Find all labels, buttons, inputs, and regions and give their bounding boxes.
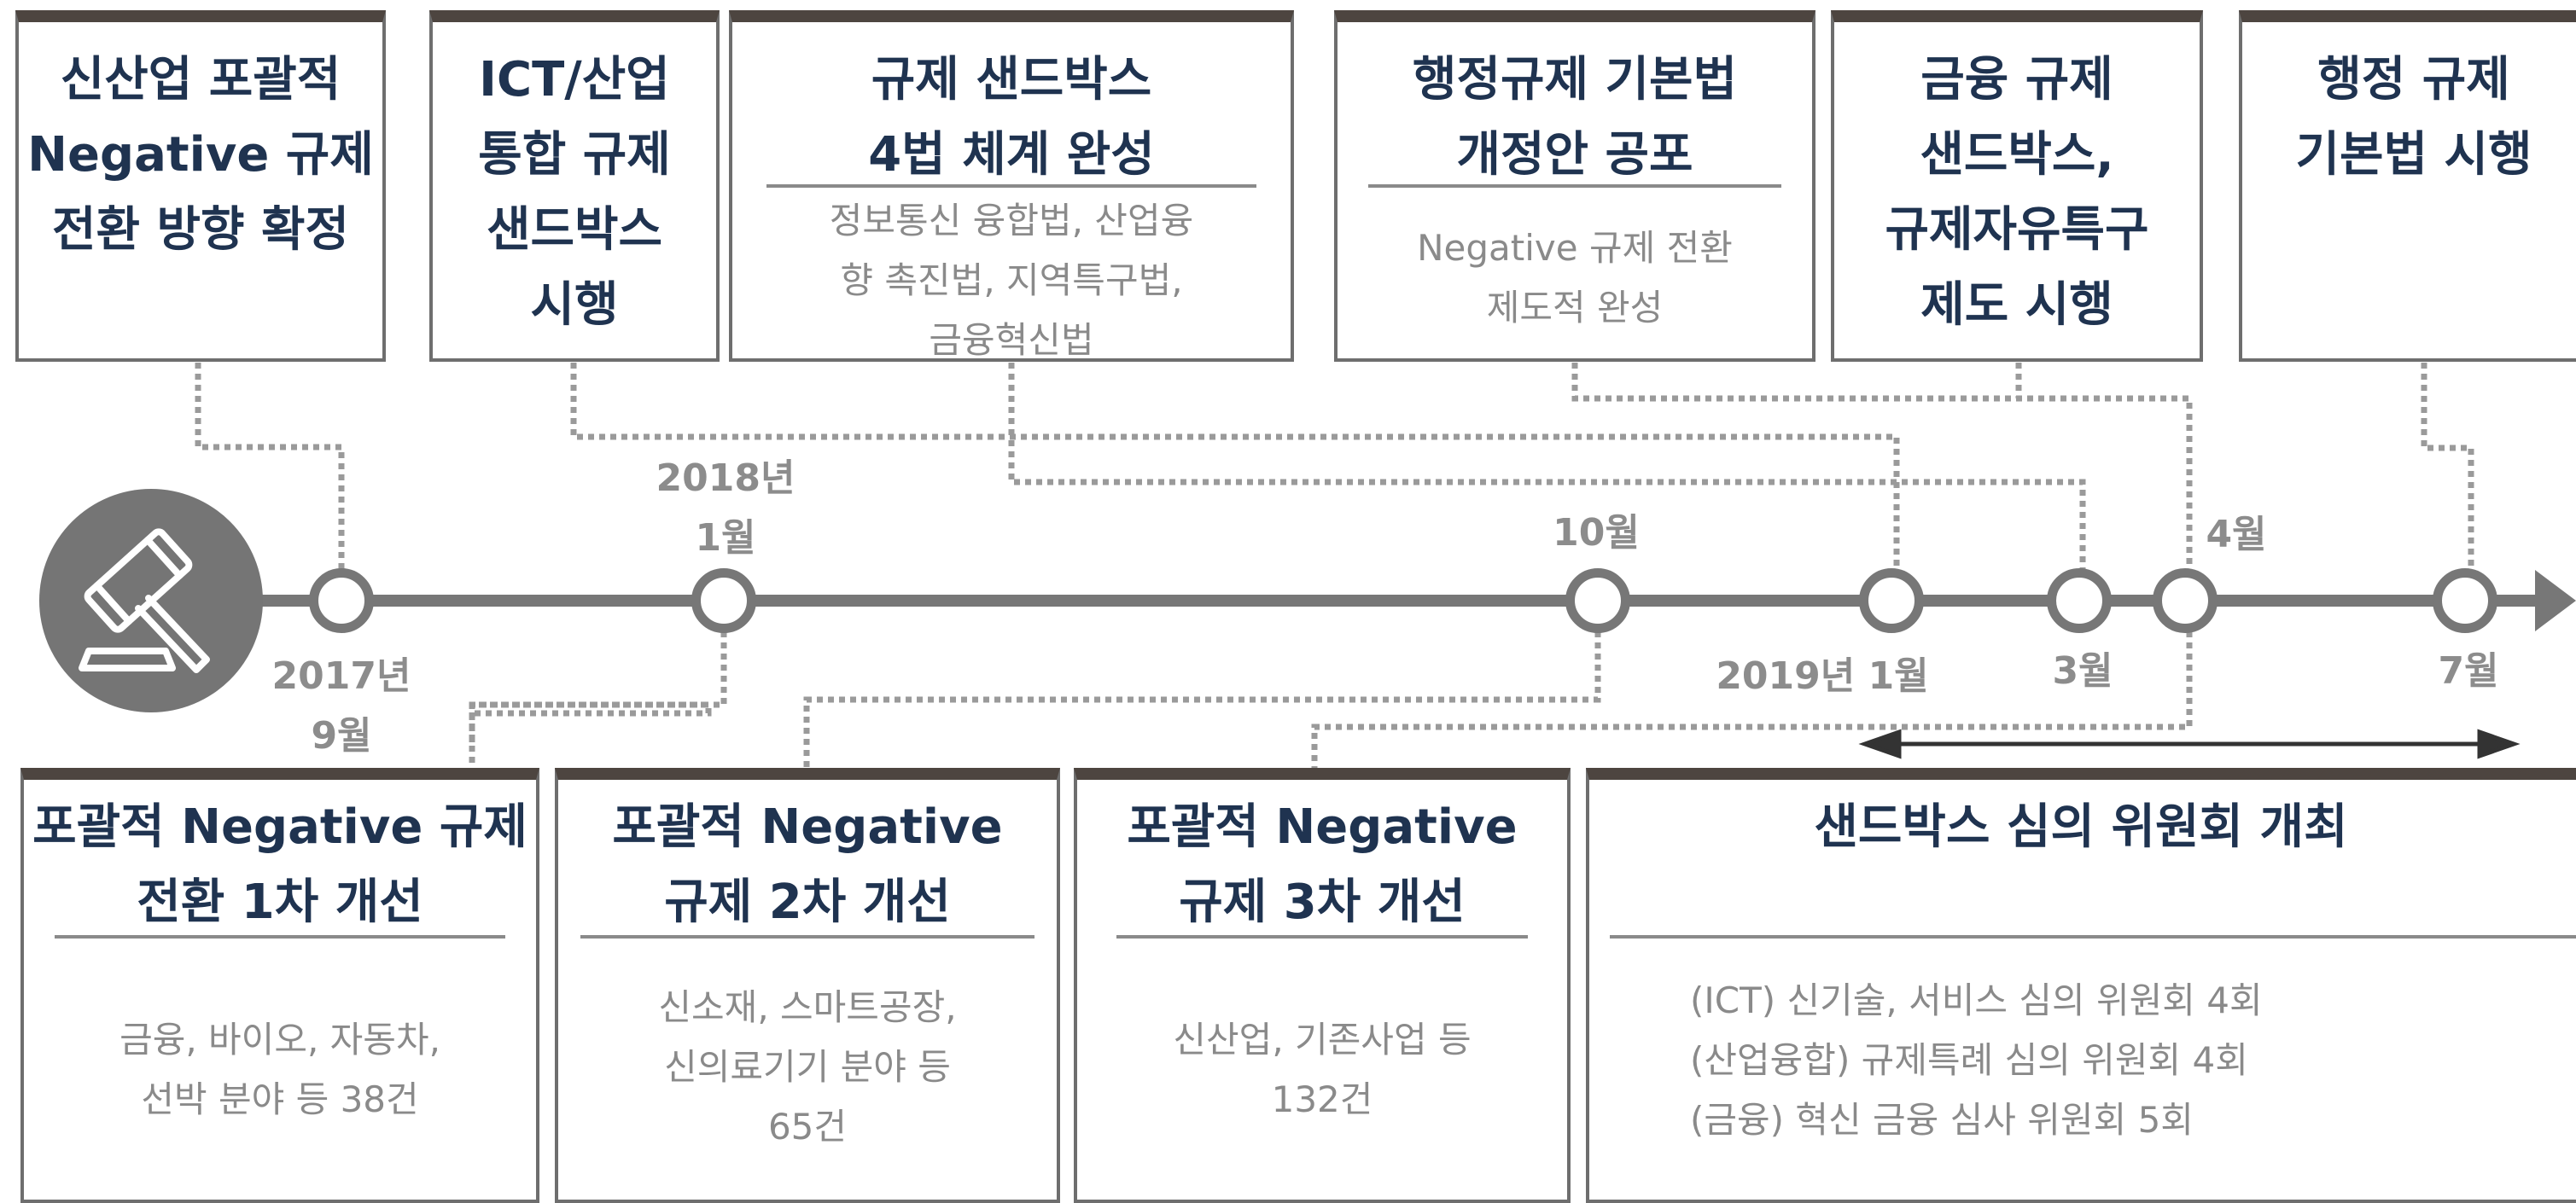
improvement-box-3: 포괄적 Negative 규제 3차 개선 신산업, 기존사업 등 132건 [1074, 768, 1571, 1203]
event-box-basic-law-enforcement: 행정 규제 기본법 시행 [2239, 10, 2576, 362]
connector-sep2017-bottom [469, 701, 712, 742]
improvement-description: 금융, 바이오, 자동차, 선박 분야 등 38건 [119, 1019, 440, 1120]
connector-laws [1008, 363, 2086, 572]
event-box-2018-jan: ICT/산업 통합 규제 샌드박스 시행 [429, 10, 720, 362]
improvement-box-2: 포괄적 Negative 규제 2차 개선 신소재, 스마트공장, 신의료기기 … [555, 768, 1060, 1203]
event-title: 금융 규제 샌드박스, 규제자유특구 제도 시행 [1885, 52, 2149, 333]
improvement-description: 신산업, 기존사업 등 132건 [1173, 1019, 1472, 1120]
connector-basic-law-promulgation [1571, 363, 2193, 572]
connector-jan2018-top [570, 363, 1900, 572]
divider [1116, 935, 1528, 939]
event-title: 행정규제 기본법 개정안 공포 [1412, 52, 1738, 183]
divider [766, 184, 1256, 188]
arrow-right-icon [2535, 570, 2576, 631]
node-apr2019 [2153, 568, 2218, 633]
event-box-finance-sandbox: 금융 규제 샌드박스, 규제자유특구 제도 시행 [1831, 10, 2203, 362]
label-apr2019: 4월 [2206, 513, 2267, 556]
improvement-title: 포괄적 Negative 규제 전환 1차 개선 [32, 799, 527, 930]
event-description: 정보통신 융합법, 산업융 향 촉진법, 지역특구법, 금융혁신법 [829, 200, 1194, 361]
committee-box: 샌드박스 심의 위원회 개최 (ICT) 신기술, 서비스 심의 위원회 4회 … [1586, 768, 2576, 1203]
improvement-title: 포괄적 Negative 규제 3차 개선 [1127, 799, 1518, 930]
committee-title: 샌드박스 심의 위원회 개최 [1814, 799, 2348, 855]
improvement-title: 포괄적 Negative 규제 2차 개선 [612, 799, 1003, 930]
node-jan2018 [691, 568, 756, 633]
label-sep2017: 2017년 9월 [271, 654, 411, 758]
node-oct2018 [1565, 568, 1630, 633]
node-mar2019 [2047, 568, 2112, 633]
label-jan2018: 2018년 1월 [656, 456, 796, 560]
event-description: Negative 규제 전환 제도적 완성 [1417, 227, 1733, 328]
event-title: 규제 샌드박스 4법 체계 완성 [868, 52, 1155, 183]
node-jul2019 [2433, 568, 2497, 633]
connector-sep2017 [195, 363, 345, 572]
improvement-description: 신소재, 스마트공장, 신의료기기 분야 등 65건 [658, 986, 957, 1148]
divider [1368, 184, 1781, 188]
divider [1610, 935, 2576, 939]
divider [580, 935, 1034, 939]
committee-description: (ICT) 신기술, 서비스 심의 위원회 4회 (산업융합) 규제특례 심의 … [1690, 979, 2263, 1141]
event-title: 행정 규제 기본법 시행 [2295, 52, 2532, 183]
divider [55, 935, 505, 939]
label-oct2018: 10월 [1553, 511, 1640, 555]
node-sep2017 [309, 568, 374, 633]
label-mar2019: 3월 [2052, 649, 2113, 693]
label-jan2019: 2019년 1월 [1716, 654, 1929, 698]
connector-oct2018-bottom [803, 631, 1601, 768]
event-box-sandbox-laws: 규제 샌드박스 4법 체계 완성 정보통신 융합법, 산업융 향 촉진법, 지역… [729, 10, 1294, 362]
node-jan2019 [1859, 568, 1924, 633]
connector-apr2019-bottom [1311, 631, 2193, 768]
connector-jan2018-bottom [469, 631, 727, 768]
event-box-basic-law-promulgation: 행정규제 기본법 개정안 공포 Negative 규제 전환 제도적 완성 [1334, 10, 1815, 362]
gavel-icon [39, 489, 263, 712]
event-title: ICT/산업 통합 규제 샌드박스 시행 [478, 52, 671, 333]
improvement-box-1: 포괄적 Negative 규제 전환 1차 개선 금융, 바이오, 자동차, 선… [20, 768, 539, 1203]
label-jul2019: 7월 [2438, 649, 2499, 693]
connector-jul2019 [2421, 363, 2474, 572]
event-box-2017-sep: 신산업 포괄적 Negative 규제 전환 방향 확정 [15, 10, 386, 362]
event-title: 신산업 포괄적 Negative 규제 전환 방향 확정 [27, 52, 374, 258]
committee-period-arrow [1858, 729, 2521, 759]
